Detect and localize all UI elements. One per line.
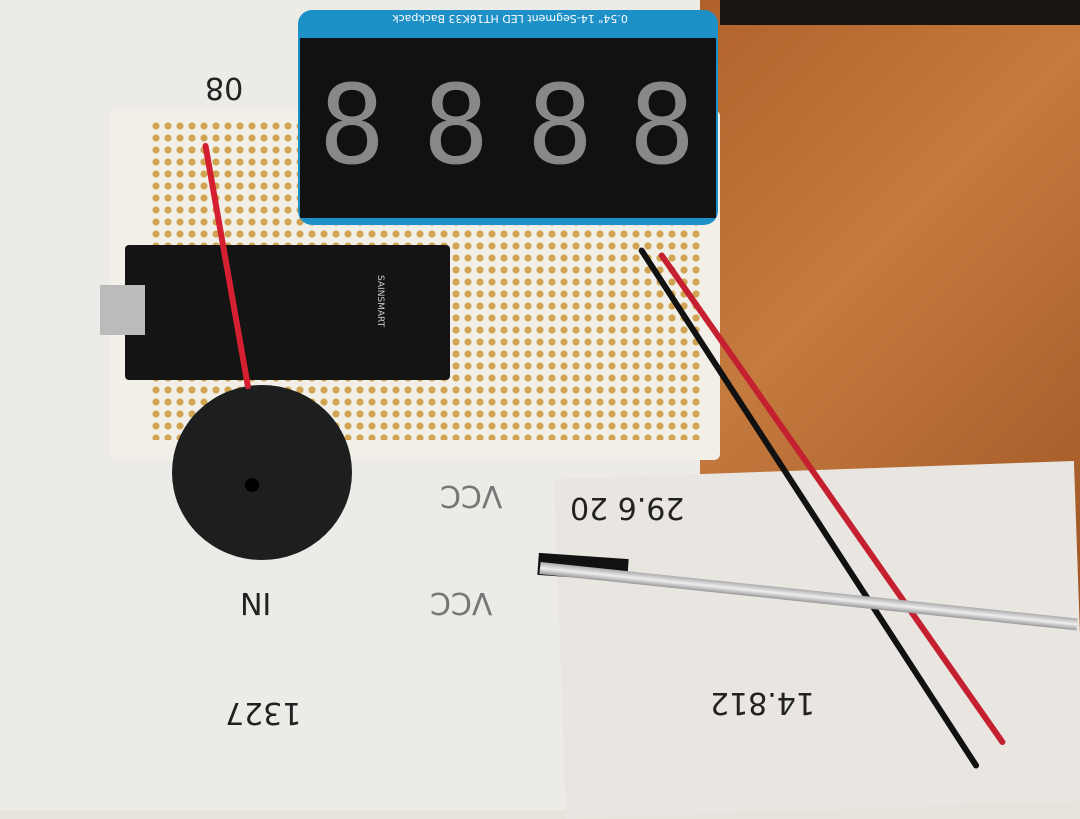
arduino-nano xyxy=(125,245,450,380)
nano-brand: SAINSMART xyxy=(375,275,385,328)
handwriting: VCC xyxy=(430,585,493,620)
led-display xyxy=(300,38,716,218)
led-digit: 8 xyxy=(526,61,594,189)
handwriting: 1327 xyxy=(225,695,302,730)
led-digit: 8 xyxy=(318,61,386,189)
handwriting: 29.6 20 xyxy=(570,490,685,525)
handwriting: VCC xyxy=(440,478,503,513)
buzzer-hole xyxy=(245,478,259,492)
piezo-buzzer xyxy=(172,385,352,560)
led-backpack-label: 0.54" 14-Segment LED HT16K33 Backpack xyxy=(392,12,628,25)
usb-port xyxy=(100,285,145,335)
led-digit: 8 xyxy=(628,61,696,189)
handwriting: IN xyxy=(240,585,272,620)
dark-corner xyxy=(720,0,1080,25)
led-digit: 8 xyxy=(422,61,490,189)
handwriting: 14.812 xyxy=(710,685,815,720)
handwriting: 08 xyxy=(205,70,244,105)
